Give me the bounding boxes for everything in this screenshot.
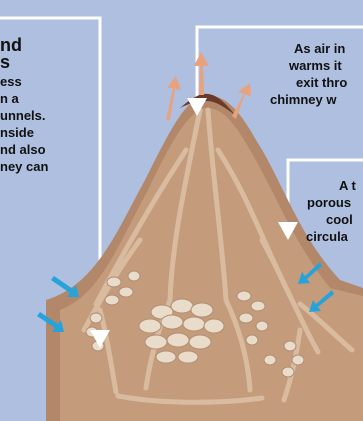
left-callout-body-line: ess (0, 73, 22, 90)
nest-chamber (282, 367, 294, 377)
nest-chamber (284, 341, 296, 351)
nest-chamber (90, 313, 102, 323)
left-callout-body-line: ney can (0, 158, 48, 175)
left-callout-body-line: unnels. (0, 107, 46, 124)
termite-mound (46, 94, 363, 421)
bottom-right-callout-line: A t (339, 177, 356, 194)
left-callout-title-line: s (0, 53, 10, 71)
nest-chamber (139, 319, 161, 333)
nest-chamber (239, 313, 253, 323)
nest-chamber (264, 355, 276, 365)
nest-chamber (251, 301, 265, 311)
left-callout-body-line: nd also (0, 141, 46, 158)
nest-chamber (237, 291, 251, 301)
warm-air-arrow-icon (232, 83, 251, 119)
nest-chamber (156, 351, 176, 363)
top-right-callout-line: warms it (289, 57, 342, 74)
nest-chamber (256, 321, 268, 331)
nest-chamber (246, 335, 258, 345)
nest-chamber (178, 351, 198, 363)
nest-chamber (171, 299, 193, 313)
left-callout-body-line: n a (0, 90, 19, 107)
nest-chamber (204, 319, 224, 333)
nest-chamber (191, 303, 213, 317)
nest-chamber (105, 295, 119, 305)
top-right-callout-line: chimney w (270, 91, 336, 108)
nest-chamber (161, 315, 183, 329)
nest-chamber (189, 335, 211, 349)
bottom-right-callout-line: cool (326, 211, 353, 228)
top-right-callout-line: As air in (294, 40, 345, 57)
bottom-right-callout-line: circula (306, 228, 348, 245)
nest-chamber (183, 317, 205, 331)
nest-chamber (119, 287, 133, 297)
nest-chamber (128, 271, 140, 281)
left-callout-body-line: nside (0, 124, 34, 141)
nest-chamber (292, 355, 304, 365)
bottom-right-callout-line: porous (307, 194, 351, 211)
warm-air-arrow-icon (166, 76, 181, 120)
nest-chamber (107, 277, 121, 287)
nest-chamber (145, 335, 167, 349)
top-right-callout-line: exit thro (296, 74, 347, 91)
nest-chamber (167, 333, 189, 347)
